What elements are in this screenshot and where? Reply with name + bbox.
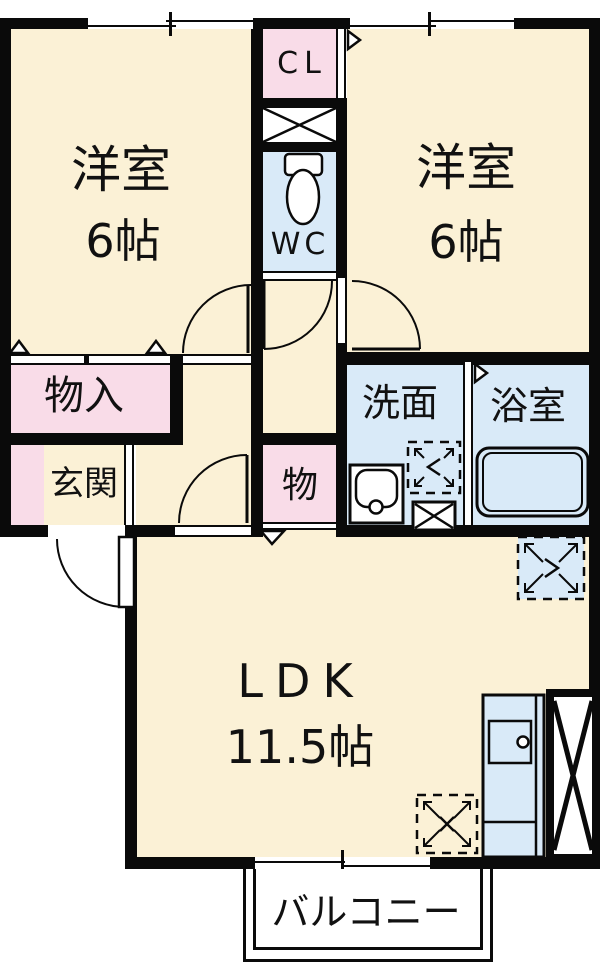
wall-ldk-left [125, 525, 137, 869]
hall-ldk-doorway [175, 525, 251, 537]
wall-storage-small-top [251, 433, 347, 445]
wall-ldk-bottom-left [125, 857, 255, 869]
window-top-right-tick [428, 12, 431, 36]
balcony-inner-rail [253, 869, 483, 950]
room-ldk-floor-patch [263, 527, 336, 537]
wall-bottom-entrance-left [0, 525, 48, 537]
door-arc-front-entrance [56, 538, 126, 608]
wall-ldk-bottom-right [430, 857, 600, 869]
room-label-wc: WC [270, 227, 330, 262]
window-top-right-pane [428, 20, 514, 22]
room-label-bathroom: 浴室 [489, 384, 567, 428]
hallway-floor-upper [263, 281, 336, 433]
window-ldk-tick [341, 850, 344, 876]
wall-pipespace-bottom [263, 142, 336, 152]
wall-ldk-top-a [125, 525, 177, 537]
room-closet-floor [263, 29, 336, 98]
room-size-ldk: 11.5帖 [225, 720, 375, 774]
entrance-partition [124, 445, 134, 525]
room-label-entrance: 玄関 [50, 464, 118, 504]
wall-washroom-left [336, 362, 347, 537]
window-ldk-pane [255, 861, 345, 863]
wall-washroom-top [336, 352, 600, 365]
window-top-left-pane [88, 25, 176, 27]
western-right-doorway [336, 278, 347, 343]
wall-top [0, 18, 600, 29]
wall-pipespace-top [263, 98, 336, 108]
wall-storage-hall-bottom [0, 433, 183, 445]
room-storage-small-floor [263, 445, 336, 522]
room-entrance-floor [44, 445, 124, 525]
wall-right [589, 18, 600, 869]
western-left-doorway [183, 354, 251, 365]
bathroom-partition [463, 362, 473, 525]
room-label-storage-small: 物 [281, 465, 319, 506]
entrance-shoe-cabinet [11, 445, 44, 525]
room-size-western-right: 6帖 [428, 215, 504, 269]
room-label-storage-hall: 物入 [44, 373, 124, 419]
hallway-floor-lower [136, 445, 251, 525]
hallway-floor-mid [183, 365, 251, 445]
storage-small-opening [263, 522, 336, 530]
window-top-right-pane [350, 25, 436, 27]
wall-column-right-upper [336, 98, 347, 278]
room-label-ldk: LDK [237, 654, 365, 708]
wall-left [0, 18, 11, 537]
room-label-western-right: 洋室 [416, 139, 516, 197]
room-label-balcony: バルコニー [271, 890, 461, 934]
window-top-right [350, 18, 514, 29]
wc-doorway [263, 271, 336, 281]
wall-column-left [251, 29, 263, 537]
window-ldk-pane [343, 865, 430, 867]
room-storage-hall-floor [11, 365, 170, 433]
window-top-left-pane [166, 20, 253, 22]
wall-under-vent [413, 530, 455, 537]
window-top-left-tick [169, 12, 172, 36]
room-label-western-left: 洋室 [71, 141, 171, 199]
pipe-space-floor [263, 108, 336, 142]
wall-storage-hall-right [170, 354, 183, 445]
room-label-closet: CL [277, 46, 327, 81]
room-label-washroom: 洗面 [361, 381, 439, 425]
storage-hall-opening-divider [84, 354, 89, 365]
wall-ldk-top-c [455, 525, 600, 537]
wall-ldk-top-b [336, 525, 413, 537]
closet-doorway [336, 29, 346, 98]
storage-hall-opening [11, 354, 170, 365]
room-size-western-left: 6帖 [85, 214, 161, 268]
